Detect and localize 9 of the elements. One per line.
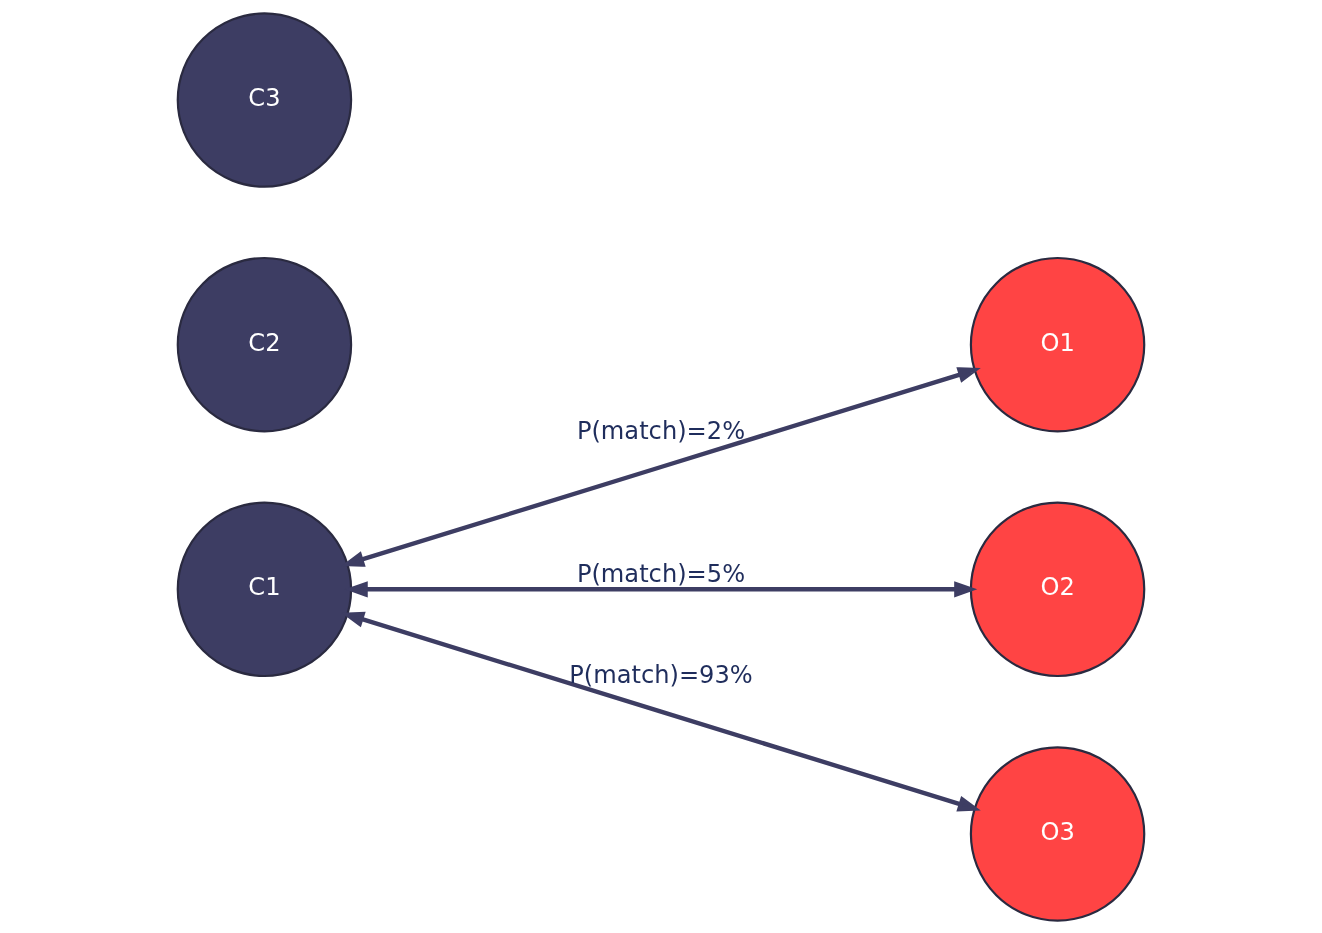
- node-circle: C1: [176, 501, 353, 677]
- node-circle: O3: [969, 745, 1146, 922]
- node-circle: O2: [969, 501, 1146, 677]
- edge-label: P(match)=2%: [576, 416, 746, 445]
- edge-label: P(match)=5%: [576, 559, 746, 588]
- node-circle: C2: [176, 256, 353, 432]
- node-circle: C3: [176, 11, 353, 188]
- edge-label: P(match)=93%: [569, 660, 753, 689]
- node-circle: O1: [969, 256, 1146, 432]
